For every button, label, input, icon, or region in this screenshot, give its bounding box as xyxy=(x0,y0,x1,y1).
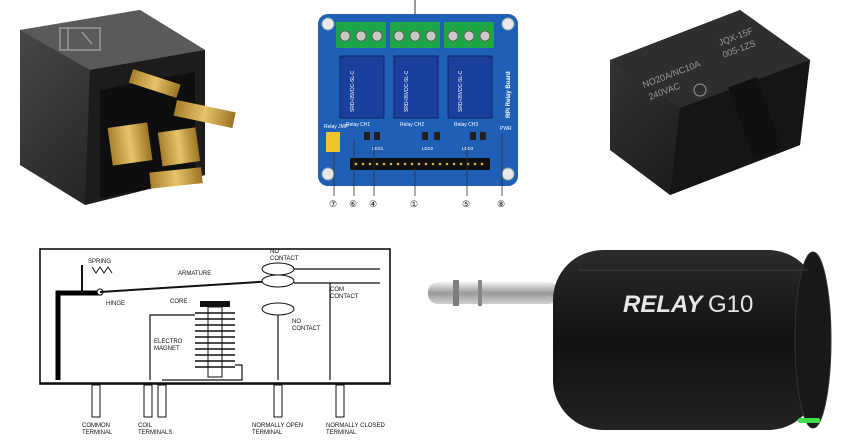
label-no-contact-top-line: NO xyxy=(270,249,279,255)
no-terminal-pin xyxy=(273,384,283,418)
led-label-2: LED2 xyxy=(422,146,434,151)
model-label: G10 xyxy=(708,291,753,318)
callout-4: ④ xyxy=(369,199,377,209)
channel-label-2: Relay CH2 xyxy=(400,122,424,128)
pcb-relay-photo: JQX-15F 005-1ZS NO20A/NC10A 240VAC xyxy=(590,0,820,215)
label-no-terminal-line: NORMALLY OPEN xyxy=(252,423,303,429)
relay-module xyxy=(339,55,385,119)
pwr-label: PWR xyxy=(500,126,512,132)
label-spring: SPRING xyxy=(88,259,111,265)
label-armature: ARMATURE xyxy=(178,271,211,277)
armature xyxy=(99,279,291,293)
label-electro-magnet-line: ELECTRO xyxy=(154,339,183,345)
jack-plug xyxy=(428,282,558,304)
jumper-header xyxy=(326,132,340,152)
terminal-pin xyxy=(107,122,153,166)
callout-1: ① xyxy=(410,199,418,209)
terminal-pin xyxy=(157,127,201,167)
relay-module xyxy=(447,55,493,119)
label-nc-terminal-line: TERMINAL xyxy=(326,430,357,436)
terminal-pin xyxy=(149,167,203,189)
led-label-1: LED1 xyxy=(372,146,384,151)
terminal-pin xyxy=(173,99,236,129)
label-electro-magnet-line: MAGNET xyxy=(154,346,180,352)
transmitter-body xyxy=(553,250,818,430)
label-no-contact-mid-line: NO xyxy=(292,319,301,325)
relay-symbol-icon xyxy=(59,27,101,51)
relay-housing xyxy=(39,248,391,385)
label-no-contact-top-line: CONTACT xyxy=(270,256,299,262)
relay-text-1: SRD-05VDC-SL-C xyxy=(350,70,356,112)
relay-g10-photo: RELAY G10 xyxy=(418,240,838,440)
label-common-terminal-line: COMMON xyxy=(82,423,110,429)
label-com-contact-line: CONTACT xyxy=(330,294,359,300)
channel-label-1: Relay CH1 xyxy=(346,122,370,128)
rpi-relay-board-photo: SRD-05VDC-SL-C SRD-05VDC-SL-C SRD-05VDC-… xyxy=(312,0,522,215)
label-core: CORE xyxy=(170,299,187,305)
automotive-relay-photo xyxy=(0,0,245,215)
callout-8: ⑧ xyxy=(497,199,505,209)
terminal-pin xyxy=(128,69,181,98)
label-common-terminal-line: TERMINAL xyxy=(82,430,113,436)
coil-terminal-pin xyxy=(143,384,153,418)
led-label-3: LED3 xyxy=(462,146,474,151)
callout-5: ⑤ xyxy=(462,199,470,209)
relay-text-3: SRD-05VDC-SL-C xyxy=(458,70,464,112)
relay-module xyxy=(393,55,439,119)
board-name: RPi Relay Board xyxy=(506,71,512,118)
label-coil-terminals-line: TERMINALS xyxy=(138,430,172,436)
jumper-label: Relay JMP xyxy=(324,124,349,130)
coil-terminal-pin xyxy=(157,384,167,418)
status-led xyxy=(798,418,820,423)
label-com-contact-line: COM xyxy=(330,287,344,293)
callout-6: ⑥ xyxy=(349,199,357,209)
brand-label: RELAY xyxy=(623,291,705,318)
channel-label-3: Relay CH3 xyxy=(454,122,478,128)
spring-icon xyxy=(91,266,113,274)
label-nc-terminal-line: NORMALLY CLOSED xyxy=(326,423,385,429)
label-no-terminal-line: TERMINAL xyxy=(252,430,283,436)
label-hinge: HINGE xyxy=(106,301,125,307)
label-no-contact-mid-line: CONTACT xyxy=(292,326,321,332)
nc-terminal-pin xyxy=(335,384,345,418)
callout-7: ⑦ xyxy=(329,199,337,209)
label-coil-terminals-line: COIL xyxy=(138,423,153,429)
relay-text-2: SRD-05VDC-SL-C xyxy=(404,70,410,112)
ul-mark-icon xyxy=(693,83,707,97)
common-terminal-pin xyxy=(91,384,101,418)
